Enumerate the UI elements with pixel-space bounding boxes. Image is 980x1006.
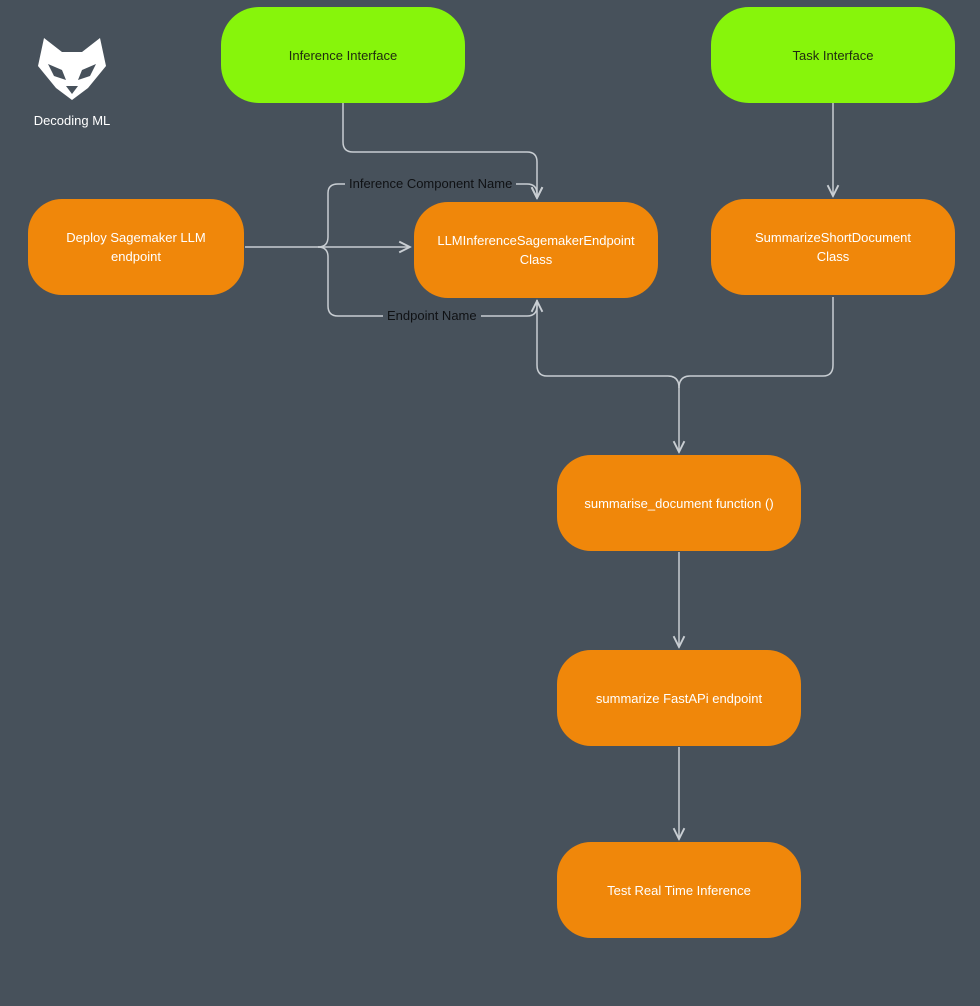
node-summarise-document-function: summarise_document function ()	[557, 455, 801, 551]
node-label: SummarizeShortDocument Class	[754, 230, 912, 264]
node-task-interface: Task Interface	[711, 7, 955, 103]
node-label: Inference Interface	[288, 47, 398, 63]
node-label: Deploy Sagemaker LLM endpoint	[66, 230, 206, 264]
edge-summarize-class-to-merge	[678, 297, 834, 389]
edge-inference-component-name	[317, 183, 537, 248]
node-label: LLMInferenceSagemakerEndpoint Class	[437, 233, 635, 267]
brand-logo	[30, 36, 114, 107]
node-summarize-fastapi-endpoint: summarize FastAPi endpoint	[557, 650, 801, 746]
node-summarize-short-document-class: SummarizeShortDocument Class	[711, 199, 955, 295]
node-label: summarise_document function ()	[584, 495, 774, 511]
edge-label-endpoint-name: Endpoint Name	[383, 308, 481, 324]
node-label: Task Interface	[792, 47, 874, 63]
brand-name: Decoding ML	[33, 113, 111, 128]
edge-llm-class-to-merge	[536, 300, 680, 389]
fox-icon	[38, 38, 106, 100]
node-label: Test Real Time Inference	[607, 882, 751, 898]
node-label: summarize FastAPi endpoint	[595, 690, 763, 706]
node-deploy-sagemaker-endpoint: Deploy Sagemaker LLM endpoint	[28, 199, 244, 295]
edge-inference-interface-to-llm-class	[342, 103, 537, 198]
node-llm-inference-class: LLMInferenceSagemakerEndpoint Class	[414, 202, 658, 298]
edge-endpoint-name	[317, 246, 537, 317]
node-test-real-time-inference: Test Real Time Inference	[557, 842, 801, 938]
edge-label-inference-component-name: Inference Component Name	[345, 176, 517, 192]
node-inference-interface: Inference Interface	[221, 7, 465, 103]
